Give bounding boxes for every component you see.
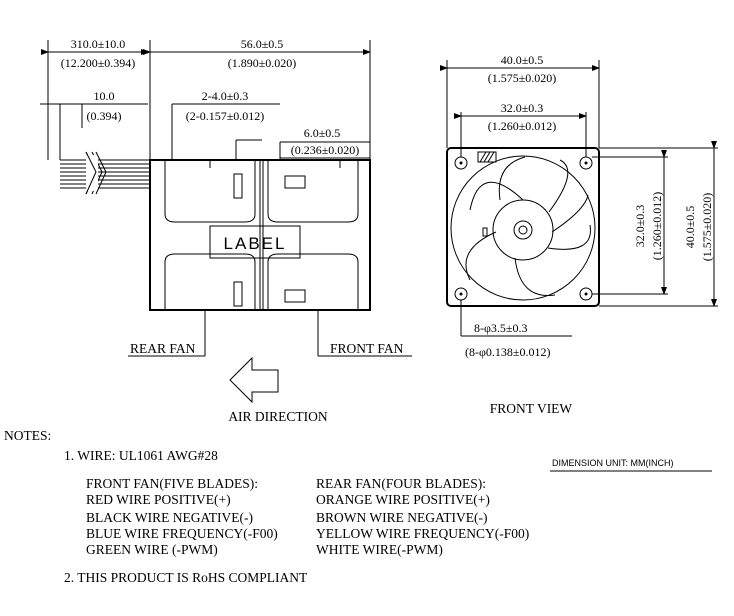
rear-white-wire: WHITE WIRE(-PWM) bbox=[316, 542, 443, 557]
mounting-holes bbox=[454, 156, 593, 301]
vertical-width-mm: 40.0±0.5 bbox=[683, 206, 697, 249]
mount-hole-callout: 8-φ3.5±0.3 (8-φ0.138±0.012) bbox=[460, 300, 572, 359]
label-box-text: LABEL bbox=[224, 234, 287, 253]
front-fan-title: FRONT FAN(FIVE BLADES): bbox=[86, 476, 258, 491]
rear-fan-callout: REAR FAN bbox=[128, 310, 206, 357]
fan-hub-inner bbox=[513, 220, 533, 240]
body-length-mm: 56.0±0.5 bbox=[241, 37, 284, 51]
vertical-pitch-mm: 32.0±0.3 bbox=[633, 205, 647, 248]
dim-body-length: 56.0±0.5 (1.890±0.020) bbox=[143, 37, 371, 160]
dim-front-pitch: 32.0±0.3 (1.260±0.012) bbox=[454, 101, 587, 157]
fan-opening bbox=[450, 155, 596, 301]
fan-frame bbox=[446, 147, 600, 307]
dim-vertical-pitch: 32.0±0.3 (1.260±0.012) bbox=[592, 150, 668, 295]
wire-length-mm: 310.0±10.0 bbox=[71, 37, 126, 51]
strip-length-mm: 10.0 bbox=[94, 89, 115, 103]
fan-blades bbox=[465, 156, 591, 297]
vertical-width-inch: (1.575±0.020) bbox=[700, 193, 714, 262]
holes-inch: (2-0.157±0.012) bbox=[186, 109, 265, 123]
mount-hole-inch: (8-φ0.138±0.012) bbox=[465, 345, 551, 359]
rear-brown-wire: BROWN WIRE NEGATIVE(-) bbox=[316, 510, 487, 525]
notes-heading: NOTES: bbox=[4, 428, 51, 443]
mount-hole-mm: 8-φ3.5±0.3 bbox=[474, 321, 528, 335]
dim-holes: 2-4.0±0.3 (2-0.157±0.012) bbox=[171, 89, 280, 160]
note-1: 1. WIRE: UL1061 AWG#28 bbox=[64, 448, 218, 463]
connector-hatch bbox=[477, 151, 497, 163]
air-direction-label: AIR DIRECTION bbox=[228, 409, 328, 424]
front-pitch-inch: (1.260±0.012) bbox=[488, 119, 557, 133]
vertical-pitch-inch: (1.260±0.012) bbox=[650, 192, 664, 261]
rear-fan-title: REAR FAN(FOUR BLADES): bbox=[316, 476, 486, 491]
dimension-unit: DIMENSION UNIT: MM(INCH) bbox=[552, 458, 674, 468]
dim-vertical-width: 40.0±0.5 (1.575±0.020) bbox=[599, 141, 718, 307]
holes-mm: 2-4.0±0.3 bbox=[202, 89, 249, 103]
fan-shaft bbox=[518, 225, 528, 235]
front-pitch-mm: 32.0±0.3 bbox=[501, 101, 544, 115]
offset-inch: (0.236±0.020) bbox=[291, 143, 360, 157]
front-fan-callout: FRONT FAN bbox=[317, 310, 412, 357]
dim-strip-length: 10.0 (0.394) bbox=[40, 89, 148, 160]
front-green-wire: GREEN WIRE (-PWM) bbox=[86, 542, 218, 557]
front-width-mm: 40.0±0.5 bbox=[501, 53, 544, 67]
dim-wire-length: 310.0±10.0 (12.200±0.394) bbox=[41, 37, 149, 160]
front-red-wire: RED WIRE POSITIVE(+) bbox=[86, 492, 231, 507]
air-direction-arrow bbox=[229, 356, 279, 404]
front-view: 40.0±0.5 (1.575±0.020) 32.0±0.3 (1.260±0… bbox=[440, 53, 718, 416]
label-box: LABEL bbox=[209, 225, 301, 259]
note-2: 2. THIS PRODUCT IS RoHS COMPLIANT bbox=[64, 570, 308, 585]
notes-section: NOTES: 1. WIRE: UL1061 AWG#28 DIMENSION … bbox=[4, 428, 712, 585]
rear-orange-wire: ORANGE WIRE POSITIVE(+) bbox=[316, 492, 490, 507]
body-length-inch: (1.890±0.020) bbox=[228, 56, 297, 70]
fan-hub bbox=[492, 199, 554, 261]
hub-mark bbox=[482, 227, 488, 237]
front-width-inch: (1.575±0.020) bbox=[488, 71, 557, 85]
dim-offset: 6.0±0.5 (0.236±0.020) bbox=[279, 126, 370, 160]
side-view: LABEL 310.0±10.0 (12.200±0.394) 56.0±0.5… bbox=[40, 37, 412, 424]
strip-length-inch: (0.394) bbox=[87, 109, 122, 123]
rear-fan-label: REAR FAN bbox=[130, 341, 196, 356]
front-view-label: FRONT VIEW bbox=[490, 401, 573, 416]
offset-mm: 6.0±0.5 bbox=[304, 126, 341, 140]
front-blue-wire: BLUE WIRE FREQUENCY(-F00) bbox=[86, 526, 278, 541]
dual-fan-body bbox=[149, 159, 371, 311]
wire-length-inch: (12.200±0.394) bbox=[61, 56, 136, 70]
dim-front-width: 40.0±0.5 (1.575±0.020) bbox=[440, 53, 600, 148]
front-black-wire: BLACK WIRE NEGATIVE(-) bbox=[86, 510, 253, 525]
wire-bundle bbox=[60, 151, 151, 195]
rear-yellow-wire: YELLOW WIRE FREQUENCY(-F00) bbox=[316, 526, 529, 541]
front-fan-label: FRONT FAN bbox=[330, 341, 404, 356]
